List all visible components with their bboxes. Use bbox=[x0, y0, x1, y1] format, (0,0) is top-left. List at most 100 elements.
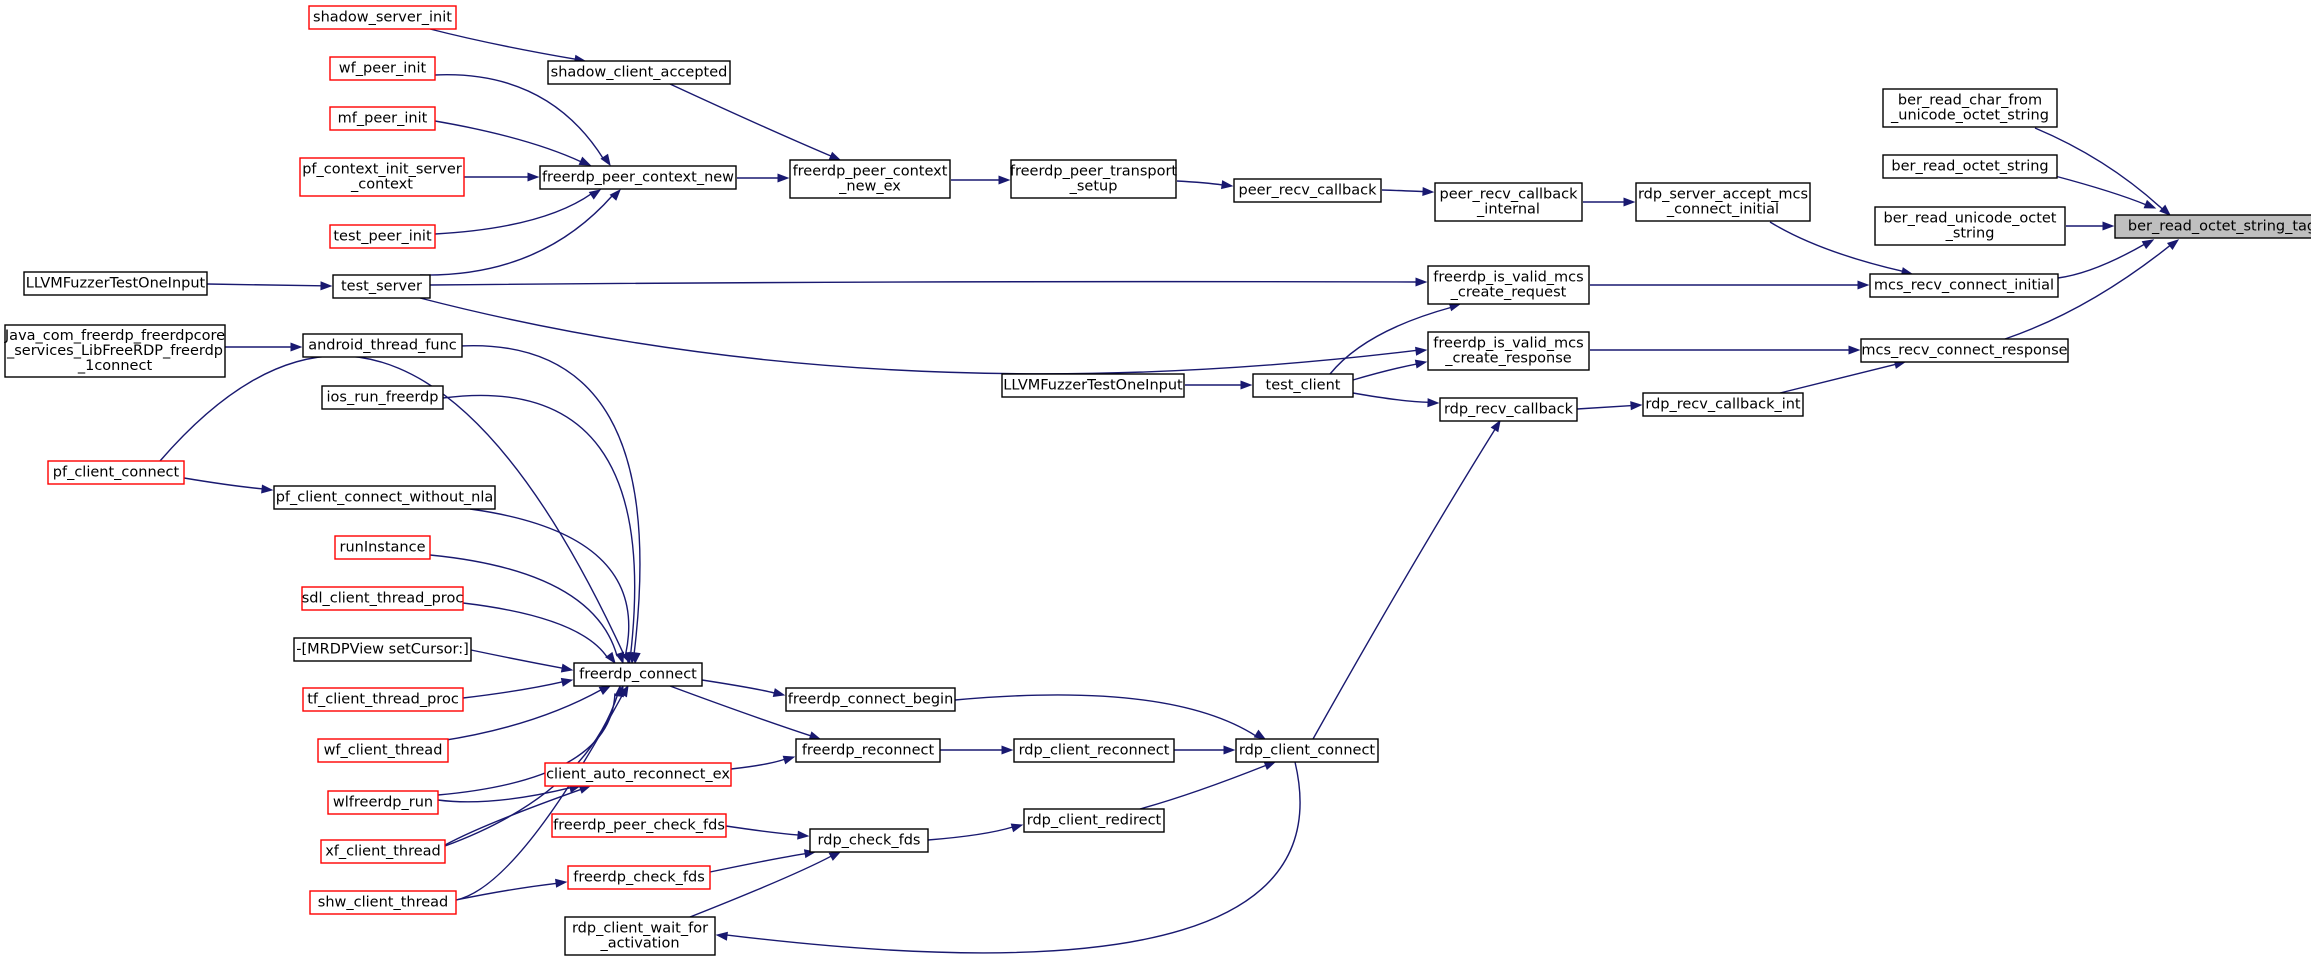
node-llvmfuzzertestoneinput-b[interactable]: LLVMFuzzerTestOneInput bbox=[1001, 373, 1185, 398]
node-ios-run-freerdp[interactable]: ios_run_freerdp bbox=[321, 385, 444, 410]
edge-line bbox=[462, 681, 564, 699]
node-label: mf_peer_init bbox=[338, 111, 428, 127]
edge-freerdp-is-valid-mcs-create-response-to-mcs-recv-connect-response bbox=[1590, 345, 1861, 355]
node-label: _string bbox=[1945, 226, 1995, 242]
node-sdl-client-thread-proc[interactable]: sdl_client_thread_proc bbox=[301, 586, 464, 611]
node-rdp-client-reconnect[interactable]: rdp_client_reconnect bbox=[1013, 738, 1175, 763]
node-rdp-check-fds[interactable]: rdp_check_fds bbox=[809, 828, 929, 853]
node-freerdp-peer-check-fds[interactable]: freerdp_peer_check_fds bbox=[551, 813, 727, 838]
node-freerdp-check-fds[interactable]: freerdp_check_fds bbox=[567, 865, 711, 890]
node-freerdp-is-valid-mcs-create-response[interactable]: freerdp_is_valid_mcs_create_response bbox=[1427, 331, 1590, 371]
node-ber-read-char-from-unicode-octet-string[interactable]: ber_read_char_from_unicode_octet_string bbox=[1882, 88, 2058, 128]
node-test-server[interactable]: test_server bbox=[332, 274, 431, 299]
node-runinstance[interactable]: runInstance bbox=[334, 535, 431, 560]
edge-test-server-to-freerdp-is-valid-mcs-create-response bbox=[419, 297, 1428, 375]
edge-freerdp-peer-check-fds-to-rdp-check-fds bbox=[725, 825, 810, 840]
node-freerdp-is-valid-mcs-create-request[interactable]: freerdp_is_valid_mcs_create_request bbox=[1427, 265, 1590, 305]
node-rdp-client-redirect[interactable]: rdp_client_redirect bbox=[1023, 808, 1165, 833]
node-label: freerdp_is_valid_mcs bbox=[1433, 336, 1583, 352]
edge-freerdp-peer-transport-setup-to-peer-recv-callback bbox=[1176, 180, 1234, 190]
edge-arrowhead bbox=[1427, 398, 1440, 408]
edge-line bbox=[469, 508, 630, 655]
node-label: _new_ex bbox=[838, 179, 901, 195]
node-label: ber_read_octet_string bbox=[1891, 159, 2048, 175]
edge-line bbox=[701, 679, 776, 694]
edge-line bbox=[730, 758, 786, 770]
node-label: android_thread_func bbox=[308, 338, 457, 354]
node-android-thread-func[interactable]: android_thread_func bbox=[302, 333, 463, 358]
node-box bbox=[309, 890, 457, 915]
node-freerdp-reconnect[interactable]: freerdp_reconnect bbox=[795, 738, 941, 763]
edge-line bbox=[434, 74, 605, 160]
node-label: rdp_server_accept_mcs bbox=[1638, 187, 1808, 203]
node-label: _services_LibFreeRDP_freerdp bbox=[6, 343, 223, 359]
edge-llvmfuzzertestoneinput-b-to-test-client bbox=[1185, 380, 1253, 390]
node-box bbox=[329, 56, 436, 81]
node-peer-recv-callback-internal[interactable]: peer_recv_callback_internal bbox=[1434, 182, 1583, 222]
node-mcs-recv-connect-response[interactable]: mcs_recv_connect_response bbox=[1860, 338, 2069, 363]
edge-line bbox=[444, 788, 582, 846]
node-rdp-recv-callback-int[interactable]: rdp_recv_callback_int bbox=[1642, 392, 1804, 417]
node-pf-client-connect[interactable]: pf_client_connect bbox=[47, 460, 185, 485]
node-ber-read-octet-string[interactable]: ber_read_octet_string bbox=[1882, 154, 2058, 179]
edge-llvmfuzzertestoneinput-a-to-test-server bbox=[206, 281, 333, 291]
node-pf-client-connect-without-nla[interactable]: pf_client_connect_without_nla bbox=[273, 485, 496, 510]
node-rdp-client-connect[interactable]: rdp_client_connect bbox=[1235, 738, 1379, 763]
edge-line bbox=[2057, 243, 2146, 279]
node-label: freerdp_reconnect bbox=[802, 743, 935, 759]
node-freerdp-peer-transport-setup[interactable]: freerdp_peer_transport_setup bbox=[1010, 159, 1178, 199]
edge-arrowhead bbox=[290, 342, 303, 352]
edge-line bbox=[725, 761, 1301, 954]
node-freerdp-connect[interactable]: freerdp_connect bbox=[573, 662, 703, 687]
edge-arrowhead bbox=[2143, 199, 2157, 209]
node-test-peer-init[interactable]: test_peer_init bbox=[329, 224, 436, 249]
node-mcs-recv-connect-initial[interactable]: mcs_recv_connect_initial bbox=[1869, 273, 2059, 298]
node-label: freerdp_peer_context_new bbox=[542, 170, 734, 186]
edge-test-server-to-freerdp-is-valid-mcs-create-request bbox=[429, 277, 1428, 287]
node-mf-peer-init[interactable]: mf_peer_init bbox=[329, 106, 436, 131]
edge-line bbox=[689, 855, 833, 918]
node-freerdp-peer-context-new-ex[interactable]: freerdp_peer_context_new_ex bbox=[789, 159, 951, 199]
node-wf-client-thread[interactable]: wf_client_thread bbox=[317, 738, 449, 763]
node-tf-client-thread-proc[interactable]: tf_client_thread_proc bbox=[302, 687, 464, 712]
edge-arrowhead bbox=[1422, 186, 1435, 197]
node-box bbox=[1882, 154, 2058, 179]
node-java-android-connect[interactable]: Java_com_freerdp_freerdpcore_services_Li… bbox=[4, 324, 226, 378]
node-wlfreerdp-run[interactable]: wlfreerdp_run bbox=[327, 790, 439, 815]
node-shadow-client-accepted[interactable]: shadow_client_accepted bbox=[547, 60, 731, 85]
node-label: freerdp_peer_transport bbox=[1010, 164, 1178, 180]
node-xf-client-thread[interactable]: xf_client_thread bbox=[320, 839, 446, 864]
node-label: mcs_recv_connect_initial bbox=[1874, 278, 2054, 294]
node-client-auto-reconnect-ex[interactable]: client_auto_reconnect_ex bbox=[544, 762, 732, 787]
node-box bbox=[1023, 808, 1165, 833]
node-box bbox=[329, 106, 436, 131]
node-box bbox=[547, 60, 731, 85]
node-box bbox=[567, 865, 711, 890]
node-rdp-recv-callback[interactable]: rdp_recv_callback bbox=[1439, 397, 1578, 422]
edge-line bbox=[2034, 127, 2164, 211]
edge-arrowhead bbox=[560, 663, 574, 673]
node-rdp-server-accept-mcs-connect-initial[interactable]: rdp_server_accept_mcs_connect_initial bbox=[1635, 182, 1811, 222]
edge-arrowhead bbox=[578, 156, 592, 166]
edge-java-android-connect-to-android-thread-func bbox=[224, 342, 303, 352]
node-shw-client-thread[interactable]: shw_client_thread bbox=[309, 890, 457, 915]
edge-peer-recv-callback-to-peer-recv-callback-internal bbox=[1381, 186, 1435, 197]
node-label: LLVMFuzzerTestOneInput bbox=[26, 276, 206, 292]
node-pf-context-init-server-context[interactable]: pf_context_init_server_context bbox=[299, 157, 465, 197]
node-freerdp-connect-begin[interactable]: freerdp_connect_begin bbox=[785, 687, 956, 712]
edge-arrowhead bbox=[605, 651, 616, 665]
node-llvmfuzzertestoneinput-a[interactable]: LLVMFuzzerTestOneInput bbox=[23, 271, 208, 296]
edge-rdp-recv-callback-to-rdp-recv-callback-int bbox=[1576, 401, 1643, 411]
node-label: shadow_client_accepted bbox=[551, 65, 728, 81]
node-ber-read-unicode-octet-string[interactable]: ber_read_unicode_octet_string bbox=[1874, 206, 2066, 246]
node-rdp-client-wait-for-activation[interactable]: rdp_client_wait_for_activation bbox=[564, 916, 716, 956]
node-shadow-server-init[interactable]: shadow_server_init bbox=[308, 5, 457, 30]
edge-arrowhead bbox=[2141, 239, 2155, 250]
node-wf-peer-init[interactable]: wf_peer_init bbox=[329, 56, 436, 81]
node-test-client[interactable]: test_client bbox=[1252, 373, 1354, 398]
node-peer-recv-callback[interactable]: peer_recv_callback bbox=[1233, 178, 1382, 203]
node-ber-read-octet-string-tag[interactable]: ber_read_octet_string_tag bbox=[2114, 214, 2311, 239]
node-mrdpview-setcursor[interactable]: -[MRDPView setCursor:] bbox=[293, 637, 472, 662]
node-freerdp-peer-context-new[interactable]: freerdp_peer_context_new bbox=[539, 165, 737, 190]
